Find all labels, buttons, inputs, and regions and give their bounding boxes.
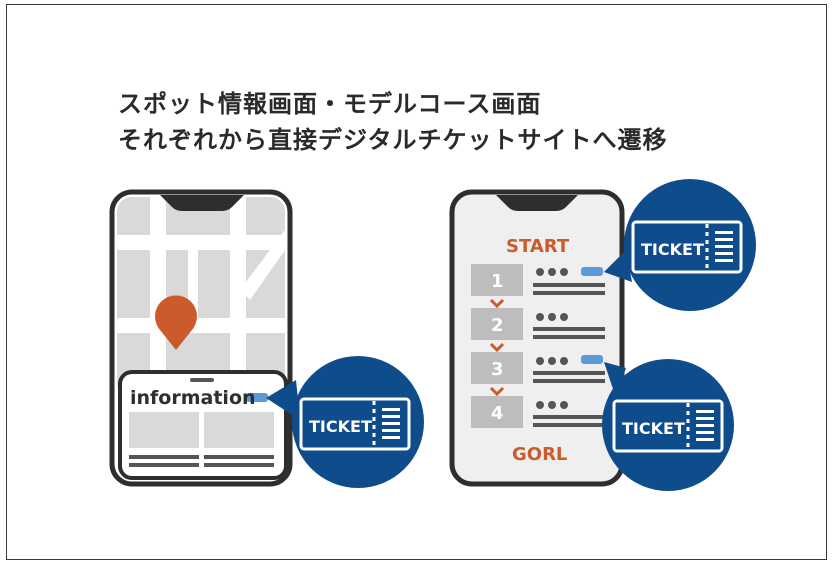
heading-line-1: スポット情報画面・モデルコース画面 [118,90,542,118]
information-card [118,370,288,480]
heading-line-2: それぞれから直接デジタルチケットサイトへ遷移 [118,126,668,154]
chevron-down-icon [489,342,505,353]
ticket-label-bottom: TICKET [622,419,685,438]
ticket-link-chip[interactable] [581,267,603,276]
step-number: 3 [491,359,504,380]
course-step-1: 1 [471,264,605,296]
goal-label: GORL [512,444,567,465]
step-number: 2 [491,315,504,336]
right-ticket-bubble-bottom[interactable]: TICKET [602,359,734,491]
chevron-down-icon [489,386,505,397]
ticket-stub-lines-icon [696,410,714,441]
right-ticket-bubble-top[interactable]: TICKET [604,179,756,311]
map-view [117,195,285,397]
ticket-link-chip[interactable] [581,355,603,364]
ticket-label-left: TICKET [309,417,372,436]
start-label: START [506,236,570,257]
step-number: 1 [491,271,504,292]
location-pin-icon [155,295,197,350]
ticket-link-chip[interactable] [246,393,268,402]
outer-frame [6,4,827,560]
ticket-label-top: TICKET [641,240,704,259]
left-phone: information [109,189,293,487]
ticket-stub-lines-icon [715,231,733,262]
course-step-2: 2 [471,308,605,340]
step-number: 4 [491,403,504,424]
ticket-stub-lines-icon [382,408,400,439]
chevron-down-icon [489,298,505,309]
course-step-3: 3 [471,352,605,384]
right-phone: START GORL 1 2 3 [449,189,625,487]
information-label: information [130,387,256,409]
left-ticket-bubble[interactable]: TICKET [266,356,424,488]
course-step-4: 4 [471,396,605,428]
